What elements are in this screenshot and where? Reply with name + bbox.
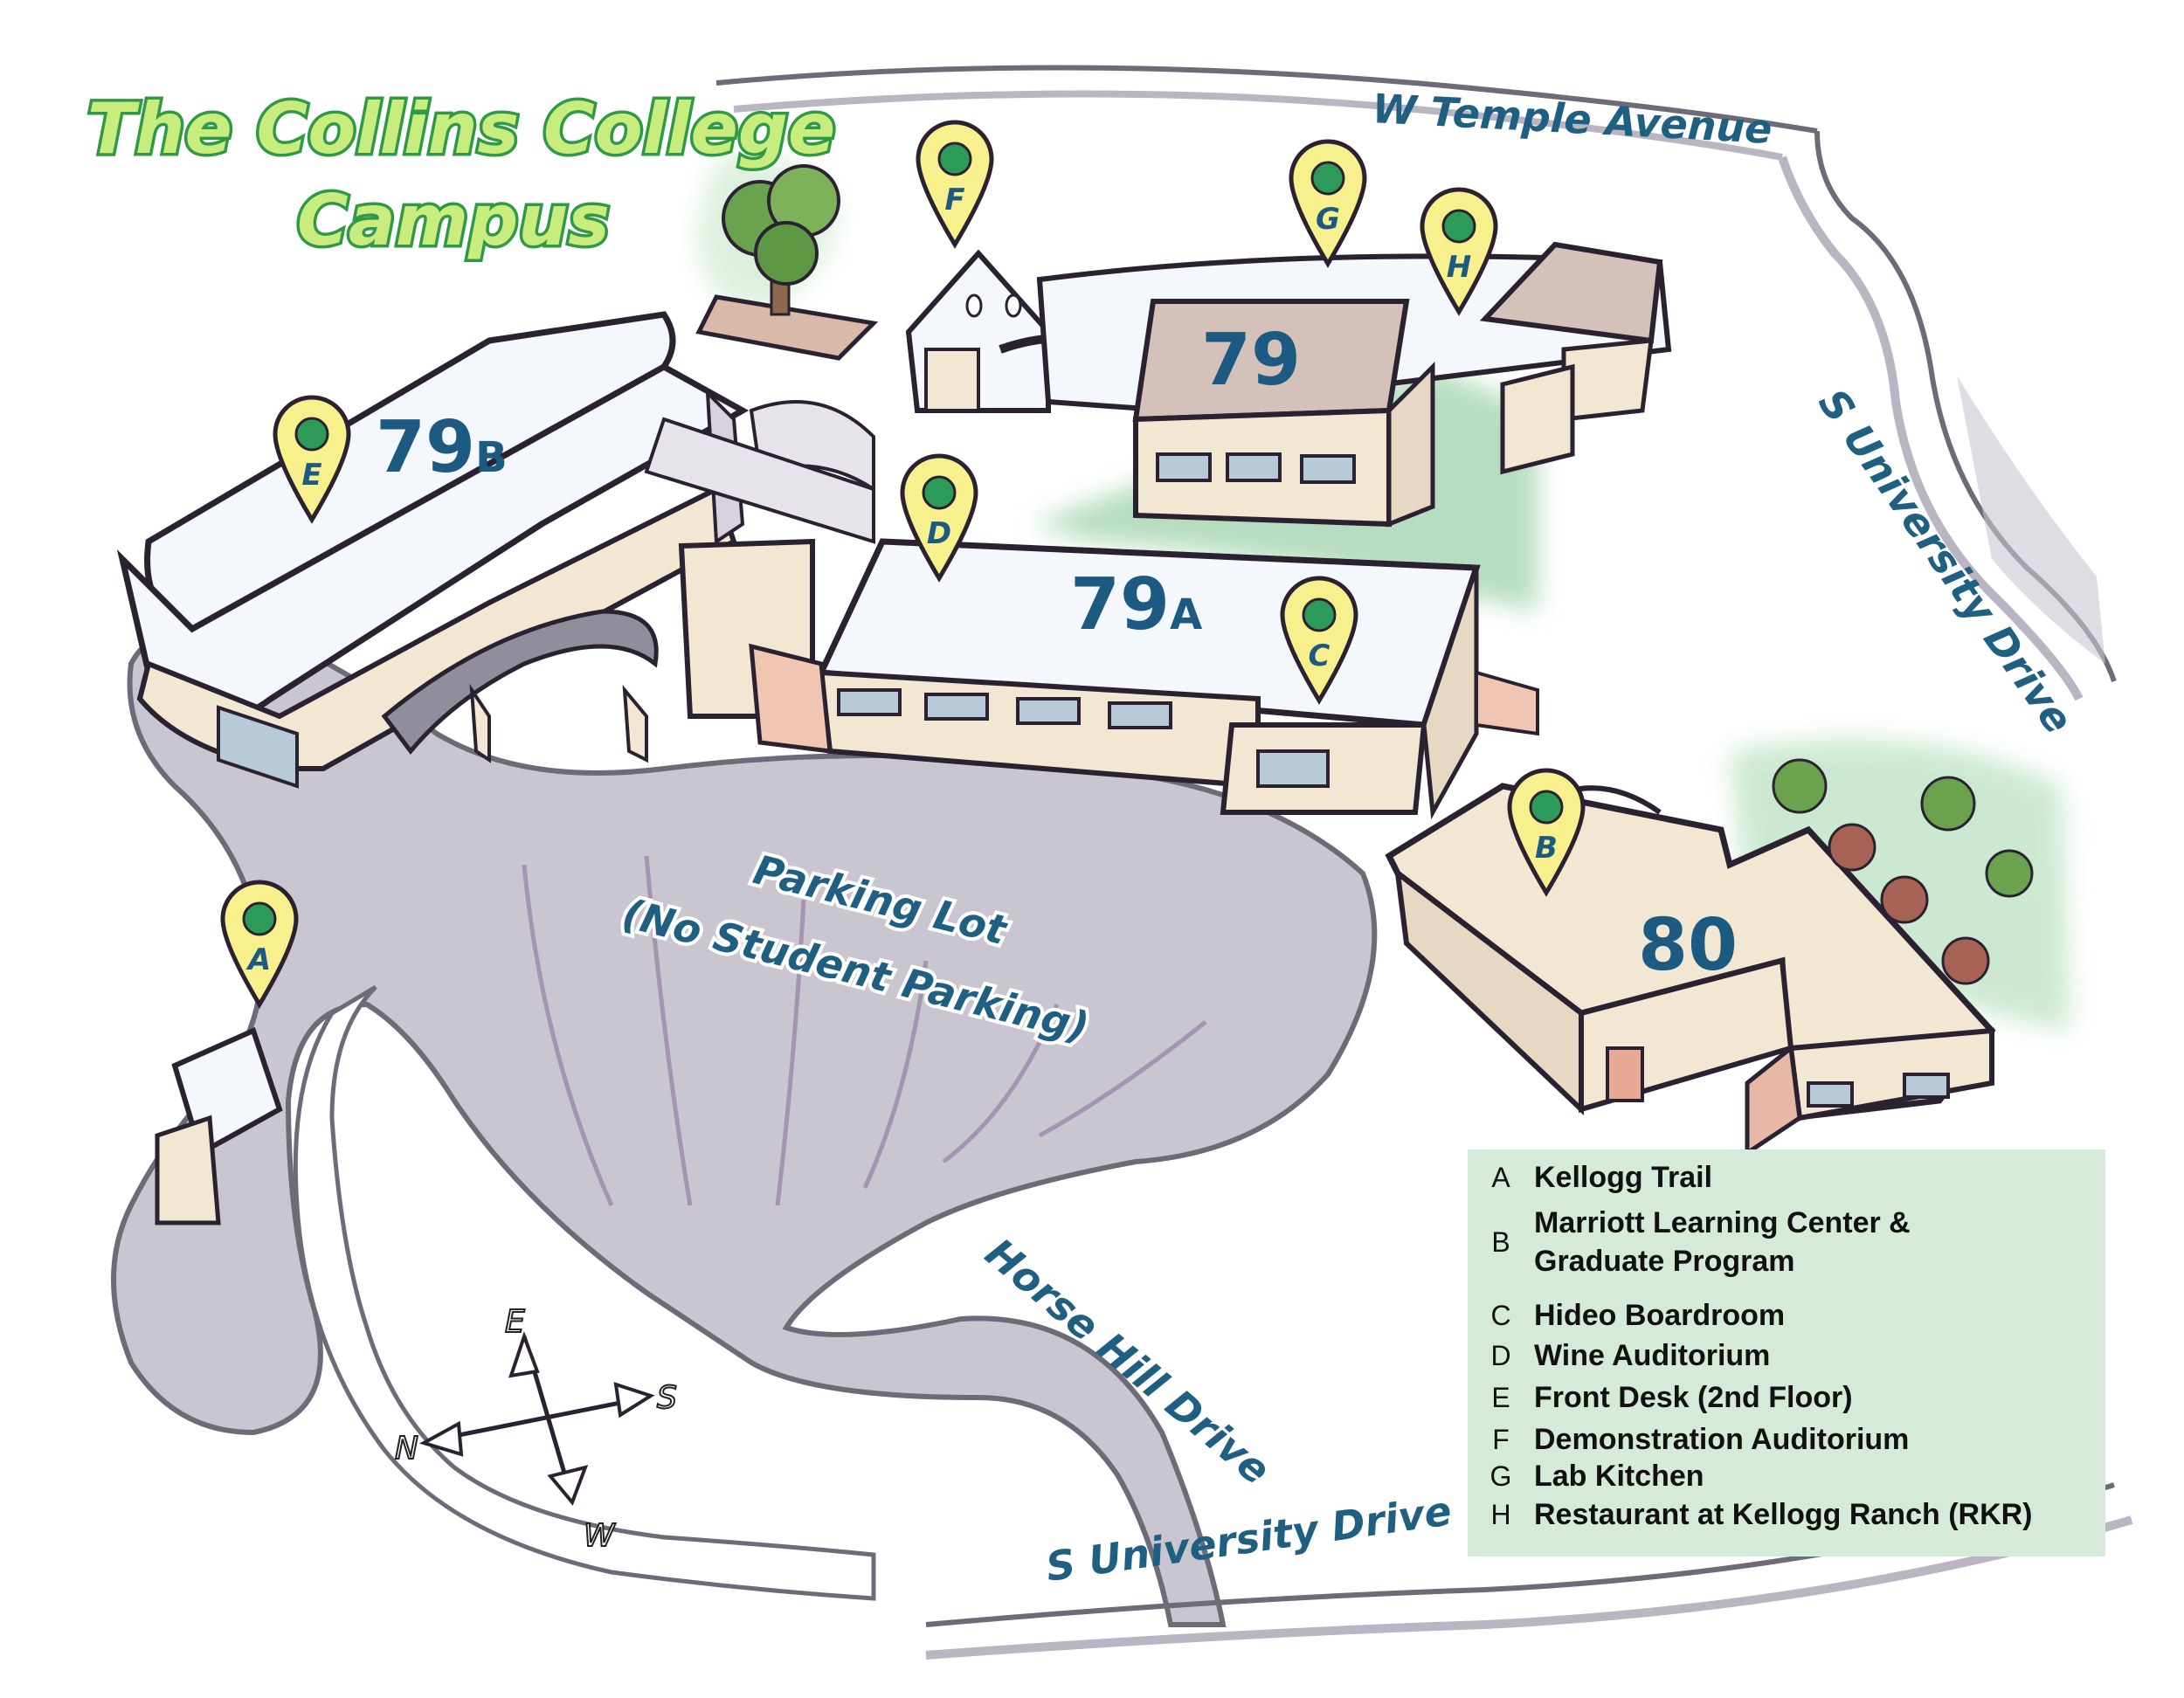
street-label-s-university-drive-south: S University Drive bbox=[1043, 1487, 1455, 1591]
roads bbox=[111, 65, 2133, 1660]
compass-arrow-west-icon bbox=[547, 1465, 589, 1506]
title-line-2: Campus bbox=[297, 180, 610, 261]
building-a bbox=[155, 1026, 283, 1225]
building-79 bbox=[1036, 241, 1672, 528]
street-label-w-temple-avenue: W Temple Avenue bbox=[1371, 85, 1773, 153]
legend-key-a: A bbox=[1491, 1161, 1510, 1193]
legend-item-f: F Demonstration Auditorium bbox=[1468, 1420, 2105, 1459]
legend-name-h: Restaurant at Kellogg Ranch (RKR) bbox=[1534, 1498, 2033, 1531]
compass-label-south: S bbox=[657, 1380, 677, 1416]
map-pin-g[interactable]: G bbox=[1289, 139, 1367, 268]
compass-rose: E N S W bbox=[394, 1303, 678, 1555]
pin-letter-d: D bbox=[927, 516, 951, 551]
pin-letter-h: H bbox=[1447, 250, 1471, 285]
map-pin-h[interactable]: H bbox=[1420, 187, 1498, 316]
legend-name-e: Front Desk (2nd Floor) bbox=[1534, 1381, 1853, 1414]
pin-letter-a: A bbox=[245, 942, 271, 977]
legend-item-h: H Restaurant at Kellogg Ranch (RKR) bbox=[1468, 1495, 2105, 1534]
legend-key-h: H bbox=[1490, 1498, 1511, 1530]
legend-item-d: D Wine Auditorium bbox=[1468, 1336, 2105, 1375]
legend-key-b: B bbox=[1491, 1225, 1510, 1258]
legend-name-b-group: Marriott Learning Center & Graduate Prog… bbox=[1534, 1204, 1911, 1280]
map-pin-e[interactable]: E bbox=[273, 395, 351, 524]
pin-letter-g: G bbox=[1316, 202, 1340, 237]
legend-item-e: E Front Desk (2nd Floor) bbox=[1468, 1378, 2105, 1417]
building-79-label: 79 bbox=[1201, 319, 1301, 402]
legend-item-b: B Marriott Learning Center & Graduate Pr… bbox=[1468, 1204, 2105, 1280]
legend-item-g: G Lab Kitchen bbox=[1468, 1457, 2105, 1495]
legend-name-a: Kellogg Trail bbox=[1534, 1161, 1713, 1194]
legend-name-f: Demonstration Auditorium bbox=[1534, 1423, 1910, 1456]
legend-item-c: C Hideo Boardroom bbox=[1468, 1296, 2105, 1335]
pin-letter-e: E bbox=[301, 458, 321, 493]
compass-label-west: W bbox=[584, 1518, 616, 1554]
pin-letter-b: B bbox=[1535, 831, 1558, 866]
map-pin-d[interactable]: D bbox=[900, 453, 978, 583]
map-pin-c[interactable]: C bbox=[1280, 576, 1358, 705]
legend-name-g: Lab Kitchen bbox=[1534, 1460, 1704, 1493]
building-79b-label: 79B bbox=[376, 406, 508, 489]
pin-letter-c: C bbox=[1309, 638, 1330, 673]
tree-and-amphitheater bbox=[644, 164, 879, 544]
compass-arrow-east-icon bbox=[508, 1331, 540, 1378]
building-79a-label: 79A bbox=[1070, 563, 1202, 646]
pin-letter-f: F bbox=[944, 183, 964, 217]
map-pin-f[interactable]: F bbox=[916, 120, 994, 249]
legend-item-a: A Kellogg Trail bbox=[1468, 1158, 2105, 1197]
map-title: The Collins College Campus bbox=[85, 86, 839, 265]
legend-key-d: D bbox=[1490, 1339, 1511, 1371]
map-pin-b[interactable]: B bbox=[1507, 768, 1586, 897]
map-pin-a[interactable]: A bbox=[220, 880, 299, 1009]
map-legend: A Kellogg Trail B Marriott Learning Cent… bbox=[1468, 1149, 2105, 1556]
title-line-1: The Collins College bbox=[87, 88, 835, 169]
legend-key-g: G bbox=[1489, 1460, 1512, 1492]
compass-arrow-north-icon bbox=[418, 1420, 464, 1457]
location-pins: A B C D E F G bbox=[220, 120, 1586, 1009]
legend-name-d: Wine Auditorium bbox=[1534, 1339, 1771, 1372]
legend-name-b-line-1: Marriott Learning Center & bbox=[1534, 1206, 1911, 1239]
compass-arrow-south-icon bbox=[613, 1382, 655, 1418]
building-79b bbox=[116, 311, 750, 789]
legend-name-b-line-2: Graduate Program bbox=[1534, 1245, 1795, 1278]
compass-label-north: N bbox=[395, 1431, 418, 1467]
legend-name-c: Hideo Boardroom bbox=[1534, 1299, 1786, 1332]
legend-key-e: E bbox=[1491, 1381, 1510, 1413]
legend-key-f: F bbox=[1492, 1423, 1510, 1455]
building-80-label: 80 bbox=[1638, 904, 1738, 987]
compass-label-east: E bbox=[505, 1304, 525, 1340]
legend-key-c: C bbox=[1490, 1299, 1511, 1331]
